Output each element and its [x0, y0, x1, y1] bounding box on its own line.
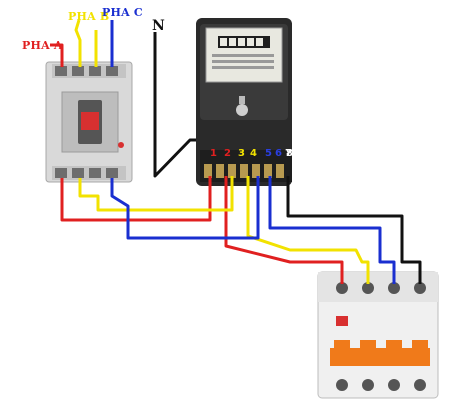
connection-wires — [60, 176, 422, 284]
breaker-top-terminals — [55, 66, 118, 76]
wire-neutral-to-rcbo — [286, 176, 422, 284]
meter-terminal-1: 1 — [210, 148, 217, 159]
phase-c-label: PHA C — [102, 6, 143, 19]
meter-terminal-2: 2 — [224, 148, 231, 159]
energy-meter — [196, 18, 292, 186]
phase-b-input-wire — [74, 19, 82, 67]
wire-yellow-to-rcbo — [246, 176, 370, 284]
main-breaker — [45, 61, 133, 183]
wire-blue-to-rcbo — [268, 176, 396, 284]
phase-a-label: PHA A — [22, 39, 63, 52]
rcbo-levers — [330, 340, 430, 366]
meter-terminal-7: 7 — [285, 148, 292, 159]
meter-terminal-3: 3 — [238, 148, 245, 159]
wire-red-to-rcbo — [224, 176, 344, 284]
meter-seal — [236, 104, 248, 116]
wire-yellow-to-meter-3 — [78, 176, 234, 212]
phase-a-input-wire — [50, 43, 64, 67]
wire-blue-to-meter-5 — [110, 176, 260, 240]
phase-b-label: PHA B — [68, 10, 110, 23]
meter-terminal-6: 6 — [275, 148, 282, 159]
neutral-label: N — [152, 18, 165, 34]
rcbo-4p — [317, 271, 439, 399]
meter-terminal-5: 5 — [265, 148, 272, 159]
breaker-handle — [81, 112, 99, 130]
wire-red-to-meter-1 — [60, 176, 212, 222]
meter-terminal-8: 8 — [286, 148, 293, 159]
breaker-bottom-terminals — [55, 168, 118, 178]
meter-terminal-4: 4 — [250, 148, 257, 159]
